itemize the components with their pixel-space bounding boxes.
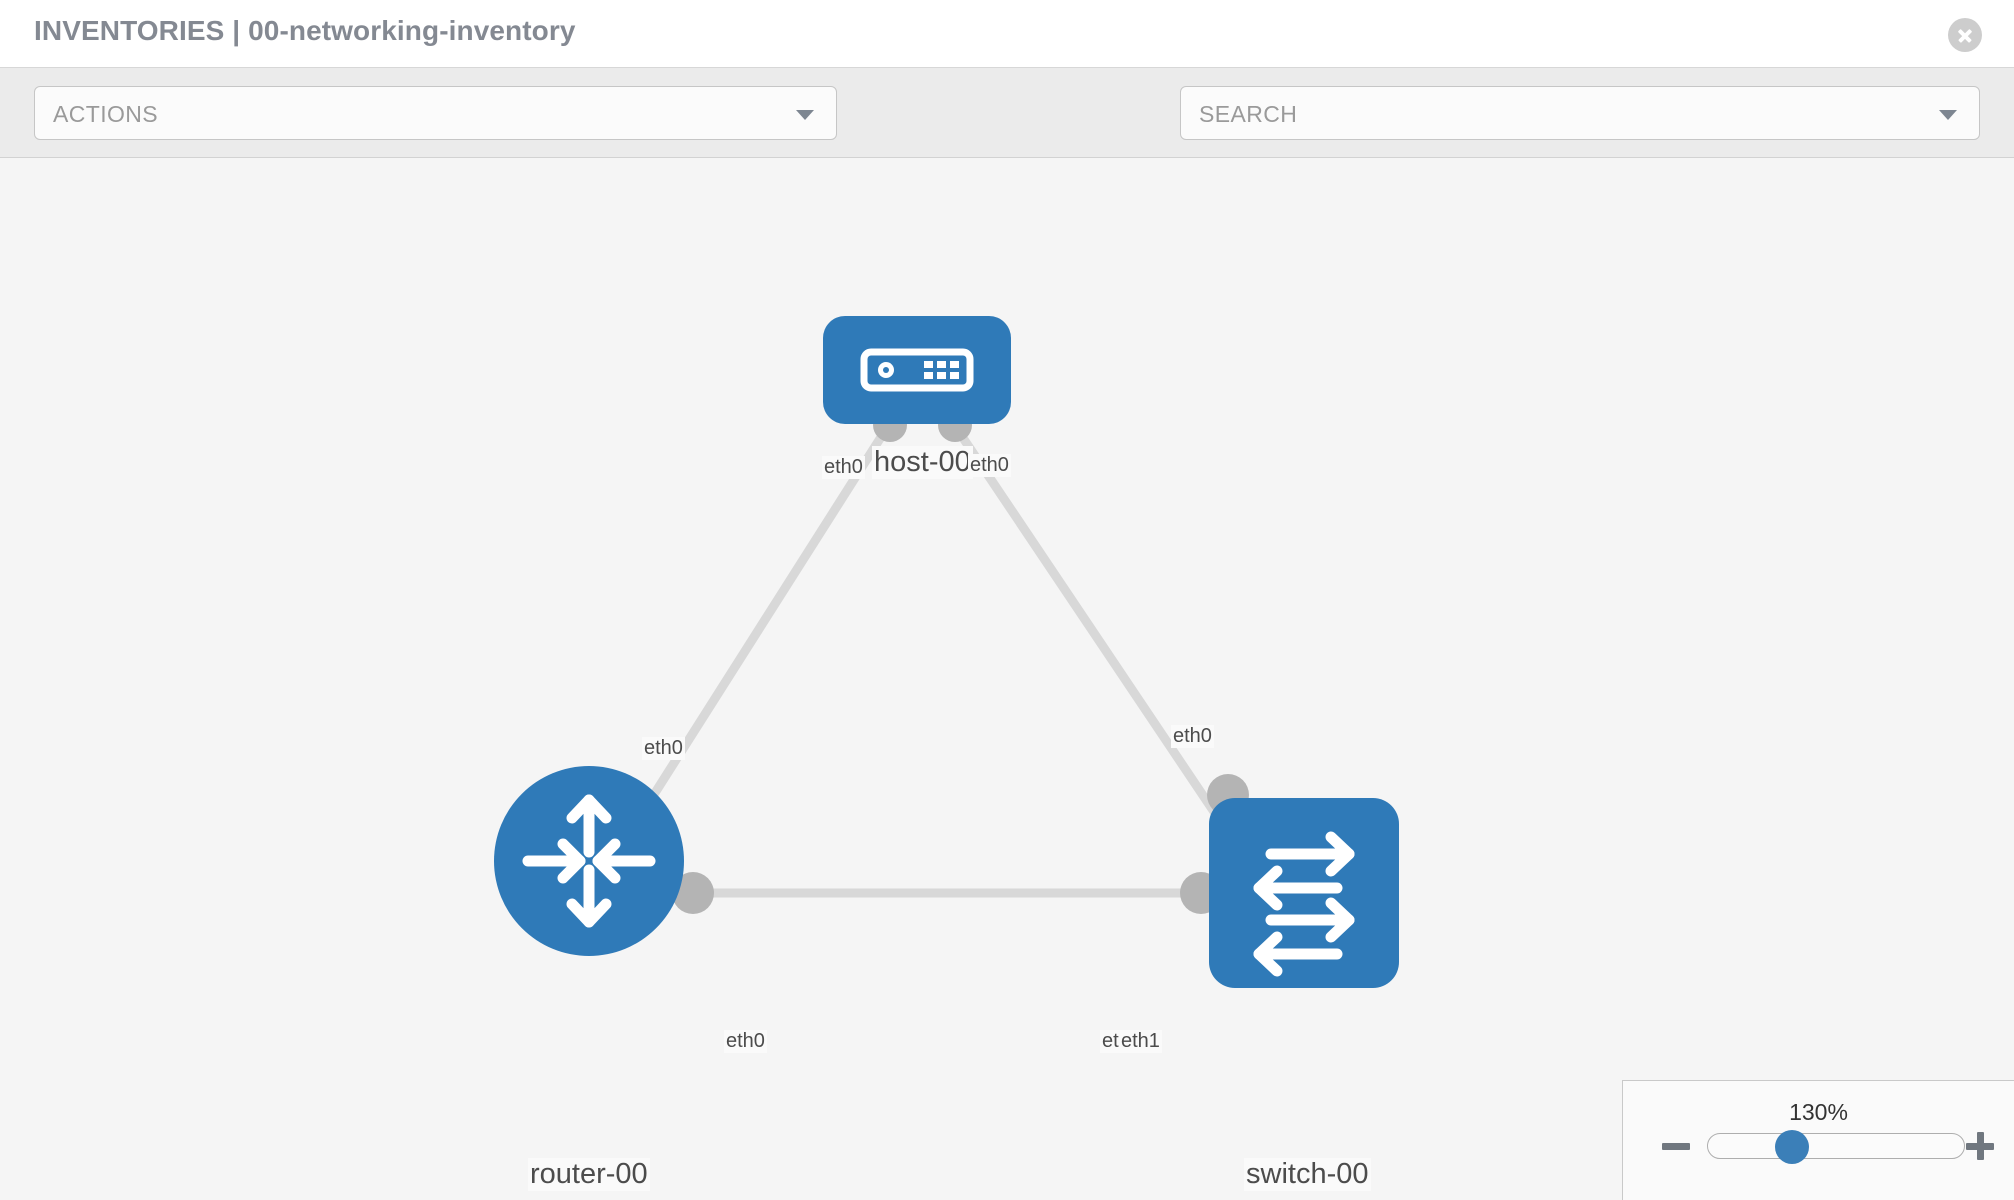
iface-label-router-right: eth0 — [724, 1030, 767, 1053]
iface-label-switch-up: eth0 — [1171, 725, 1214, 748]
page-title: INVENTORIES | 00-networking-inventory — [34, 15, 576, 46]
iface-label-router-up: eth0 — [642, 737, 685, 760]
zoom-out-button[interactable] — [1659, 1129, 1693, 1163]
iface-label-host-left: eth0 — [822, 456, 865, 479]
iface-label-host-right: eth0 — [968, 454, 1011, 477]
node-label-host-00: host-00 — [872, 446, 973, 479]
iface-label-switch-left: eth1 — [1119, 1030, 1162, 1053]
close-icon[interactable] — [1948, 18, 1982, 52]
zoom-slider-thumb[interactable] — [1775, 1130, 1809, 1164]
topology-links — [616, 423, 1249, 898]
node-label-router-00: router-00 — [528, 1158, 650, 1191]
link-host-switch — [951, 423, 1249, 861]
chevron-down-icon — [796, 110, 814, 120]
actions-dropdown[interactable]: ACTIONS — [34, 86, 837, 140]
actions-dropdown-label: ACTIONS — [53, 101, 159, 127]
search-input[interactable]: SEARCH — [1180, 86, 1980, 140]
zoom-level-value: 130% — [1789, 1099, 1848, 1125]
zoom-control-panel: 130% — [1622, 1080, 2014, 1200]
node-label-switch-00: switch-00 — [1244, 1158, 1371, 1191]
zoom-slider-track[interactable] — [1707, 1133, 1965, 1159]
link-host-router — [616, 423, 892, 851]
zoom-in-button[interactable] — [1963, 1129, 1997, 1163]
node-router-00[interactable] — [494, 766, 684, 956]
topology-canvas[interactable]: host-00 router-00 switch-00 eth0 eth0 et… — [0, 158, 2014, 1200]
chevron-down-icon[interactable] — [1939, 110, 1957, 120]
node-switch-00[interactable] — [1209, 798, 1399, 988]
search-placeholder: SEARCH — [1199, 101, 1298, 127]
topology-graph: host-00 router-00 switch-00 eth0 eth0 et… — [0, 158, 2014, 1200]
toolbar: ACTIONS SEARCH — [0, 68, 2014, 200]
node-host-00[interactable] — [823, 316, 1011, 424]
page-header: INVENTORIES | 00-networking-inventory — [0, 0, 2014, 68]
